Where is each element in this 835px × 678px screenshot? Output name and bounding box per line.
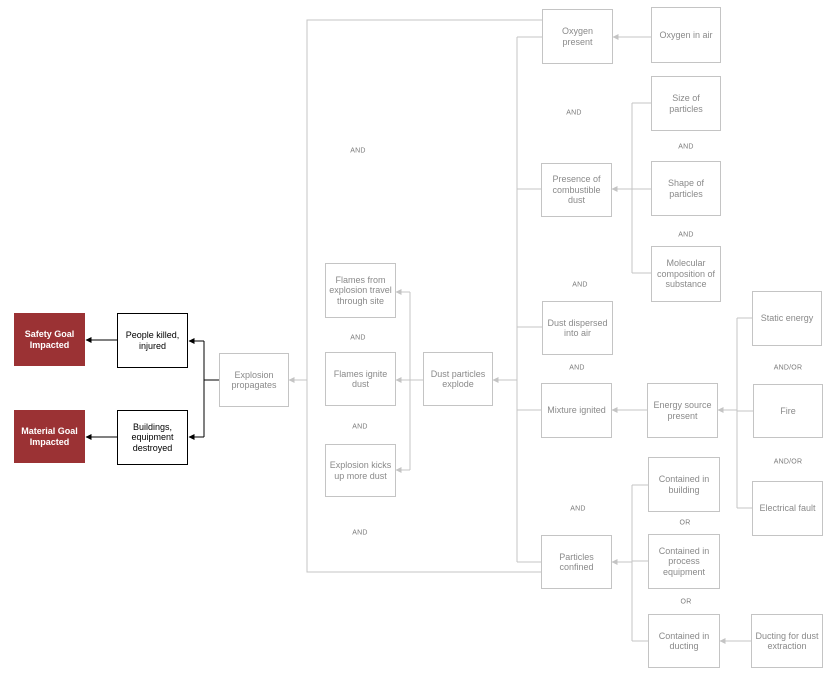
fire-node[interactable]: Fire — [753, 384, 823, 438]
shape-particles-node[interactable]: Shape of particles — [651, 161, 721, 216]
explosion-kicks-node[interactable]: Explosion kicks up more dust — [325, 444, 396, 497]
material-goal-node[interactable]: Material Goal Impacted — [14, 410, 85, 463]
static-energy-node[interactable]: Static energy — [752, 291, 822, 346]
and-label: AND — [569, 364, 585, 372]
energy-source-node[interactable]: Energy source present — [647, 383, 718, 438]
and-label: AND — [352, 529, 368, 537]
flames-ignite-node[interactable]: Flames ignite dust — [325, 352, 396, 406]
and-label: AND — [678, 143, 694, 151]
explosion-propagates-node[interactable]: Explosion propagates — [219, 353, 289, 407]
safety-goal-node[interactable]: Safety Goal Impacted — [14, 313, 85, 366]
contained-process-node[interactable]: Contained in process equipment — [648, 534, 720, 589]
people-killed-node[interactable]: People killed, injured — [117, 313, 188, 368]
oxygen-in-air-node[interactable]: Oxygen in air — [651, 7, 721, 63]
andor-label: AND/OR — [773, 458, 803, 466]
mixture-ignited-node[interactable]: Mixture ignited — [541, 383, 612, 438]
size-particles-node[interactable]: Size of particles — [651, 76, 721, 131]
ducting-extraction-node[interactable]: Ducting for dust extraction — [751, 614, 823, 668]
andor-label: AND/OR — [773, 364, 803, 372]
and-label: AND — [350, 334, 366, 342]
dust-dispersed-node[interactable]: Dust dispersed into air — [542, 301, 613, 355]
and-label: AND — [570, 505, 586, 513]
particles-confined-node[interactable]: Particles confined — [541, 535, 612, 589]
or-label: OR — [680, 598, 692, 606]
contained-building-node[interactable]: Contained in building — [648, 457, 720, 512]
oxygen-present-node[interactable]: Oxygen present — [542, 9, 613, 64]
outer-and-connector — [306, 19, 542, 573]
flames-travel-node[interactable]: Flames from explosion travel through sit… — [325, 263, 396, 318]
and-label: AND — [678, 231, 694, 239]
and-label: AND — [572, 281, 588, 289]
and-label: AND — [352, 423, 368, 431]
buildings-destroyed-node[interactable]: Buildings, equipment destroyed — [117, 410, 188, 465]
and-label: AND — [350, 147, 366, 155]
contained-ducting-node[interactable]: Contained in ducting — [648, 614, 720, 668]
dust-explode-node[interactable]: Dust particles explode — [423, 352, 493, 406]
electrical-fault-node[interactable]: Electrical fault — [752, 481, 823, 536]
and-label: AND — [566, 109, 582, 117]
molecular-composition-node[interactable]: Molecular composition of substance — [651, 246, 721, 302]
or-label: OR — [679, 519, 691, 527]
combustible-dust-node[interactable]: Presence of combustible dust — [541, 163, 612, 217]
